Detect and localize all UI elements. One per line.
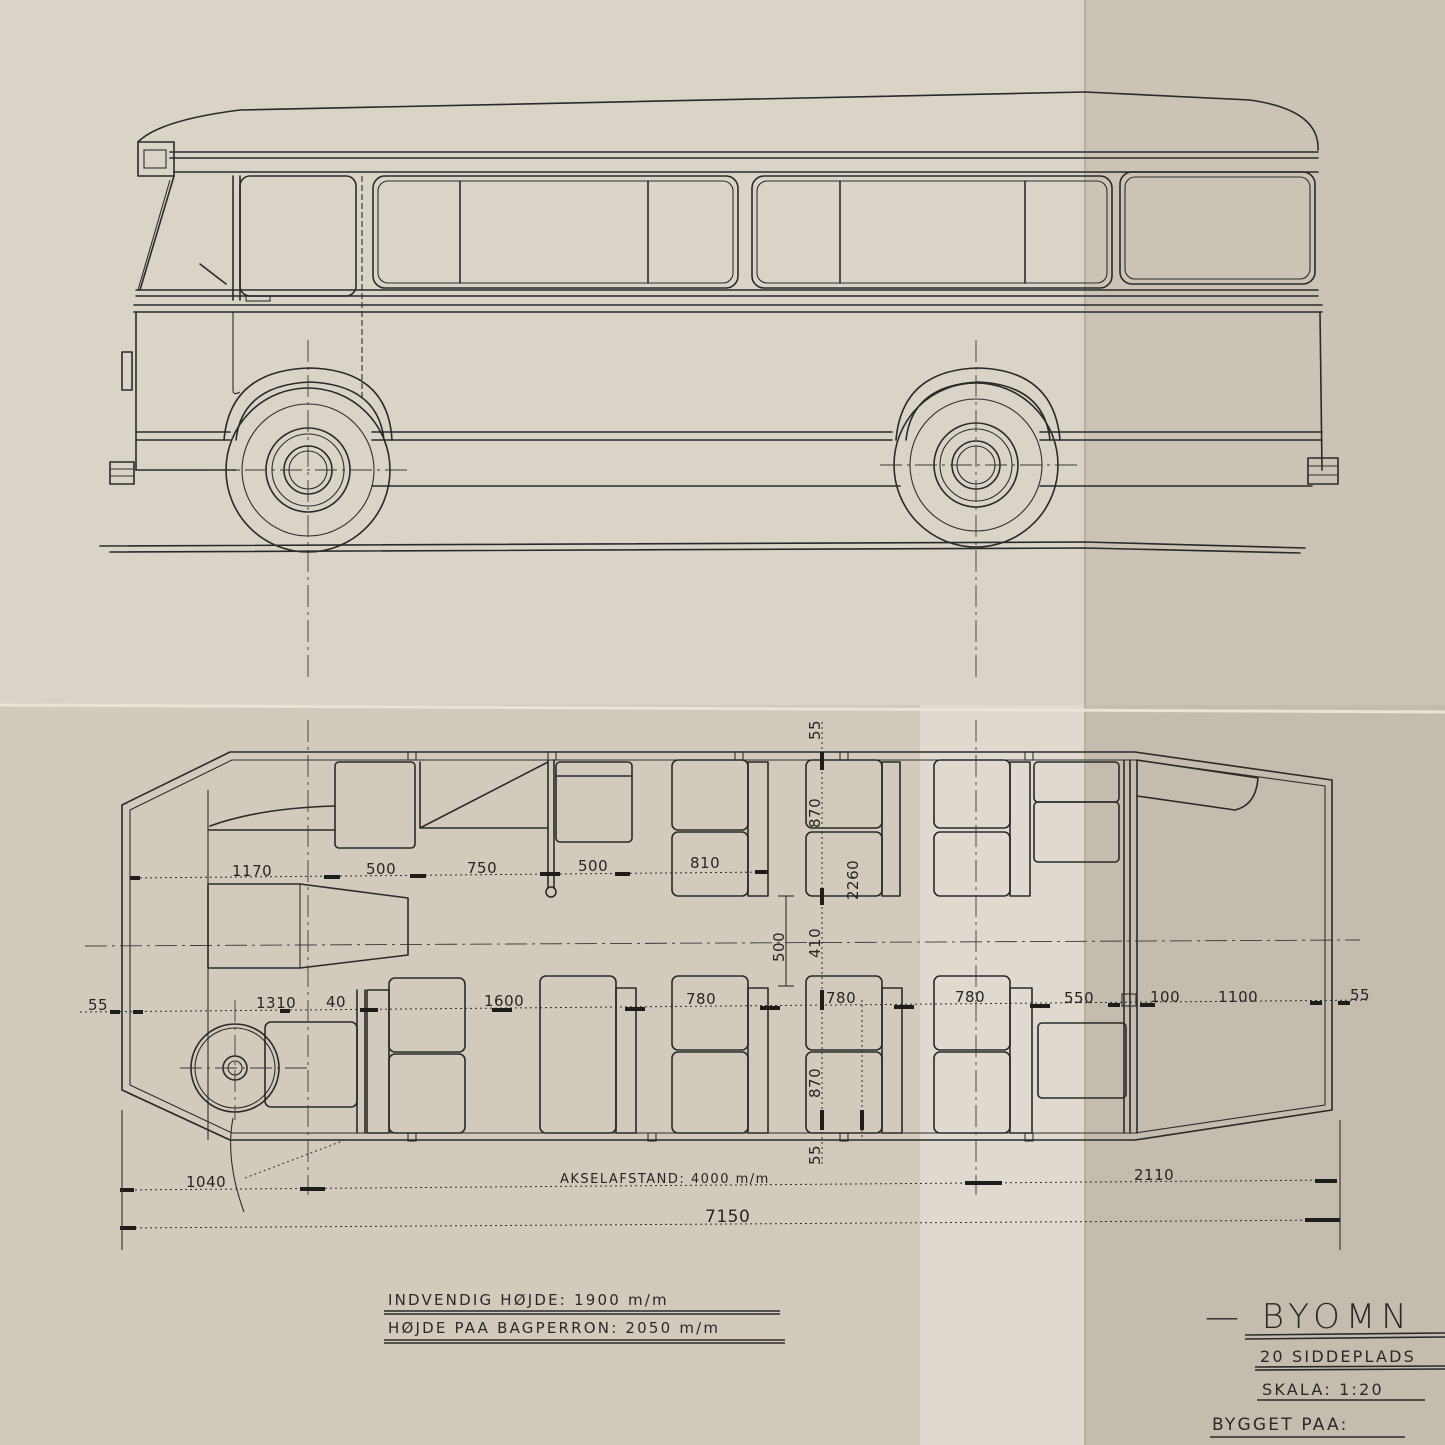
dim-1170: 1170: [232, 862, 272, 880]
dim-40: 40: [326, 993, 346, 1011]
dim-55-top: 55: [806, 720, 824, 740]
dim-2260: 2260: [844, 860, 862, 900]
dim-front-overhang: 1040: [186, 1173, 226, 1191]
dim-overall-length: 7150: [705, 1207, 750, 1227]
floor-plan: [79, 720, 1371, 1250]
dim-780-a: 780: [686, 990, 716, 1008]
dim-1310: 1310: [256, 994, 296, 1012]
seating-capacity: 20 SIDDEPLADS: [1260, 1347, 1416, 1366]
dim-780-c: 780: [955, 988, 985, 1006]
dim-55-left: 55: [88, 996, 108, 1014]
built-on-label: BYGGET PAA:: [1212, 1415, 1349, 1435]
rear-platform-height-note: HØJDE PAA BAGPERRON: 2050 m/m: [388, 1319, 720, 1337]
axle-distance-label: AKSELAFSTAND: 4000 m/m: [560, 1172, 770, 1187]
interior-height-note: INDVENDIG HØJDE: 1900 m/m: [388, 1291, 669, 1309]
dim-100: 100: [1150, 988, 1180, 1006]
dim-810: 810: [690, 854, 720, 872]
drawing-title: — BYOMN: [1205, 1297, 1413, 1337]
dim-rear-overhang: 2110: [1134, 1166, 1174, 1184]
dim-55-bottom: 55: [806, 1145, 824, 1165]
dim-780-b: 780: [826, 989, 856, 1007]
dim-870-top: 870: [806, 798, 824, 828]
dim-1100: 1100: [1218, 988, 1258, 1006]
title-block: — BYOMN 20 SIDDEPLADS SKALA: 1:20 BYGGET…: [1205, 1297, 1445, 1438]
dim-1600: 1600: [484, 992, 524, 1010]
dimension-labels: 1170 500 750 500 810 55 1310 40 1600 780…: [88, 720, 1370, 1227]
dim-870-bottom: 870: [806, 1068, 824, 1098]
side-view: [99, 91, 1339, 680]
drawing-notes: INDVENDIG HØJDE: 1900 m/m HØJDE PAA BAGP…: [384, 1291, 785, 1344]
dim-750: 750: [467, 859, 497, 877]
dim-500-b: 500: [578, 857, 608, 875]
dim-550: 550: [1064, 989, 1094, 1007]
dim-55-right: 55: [1350, 986, 1370, 1004]
dim-410: 410: [806, 928, 824, 958]
drawing-scale: SKALA: 1:20: [1262, 1380, 1384, 1399]
dim-500-aisle: 500: [770, 932, 788, 962]
dim-500-a: 500: [366, 860, 396, 878]
